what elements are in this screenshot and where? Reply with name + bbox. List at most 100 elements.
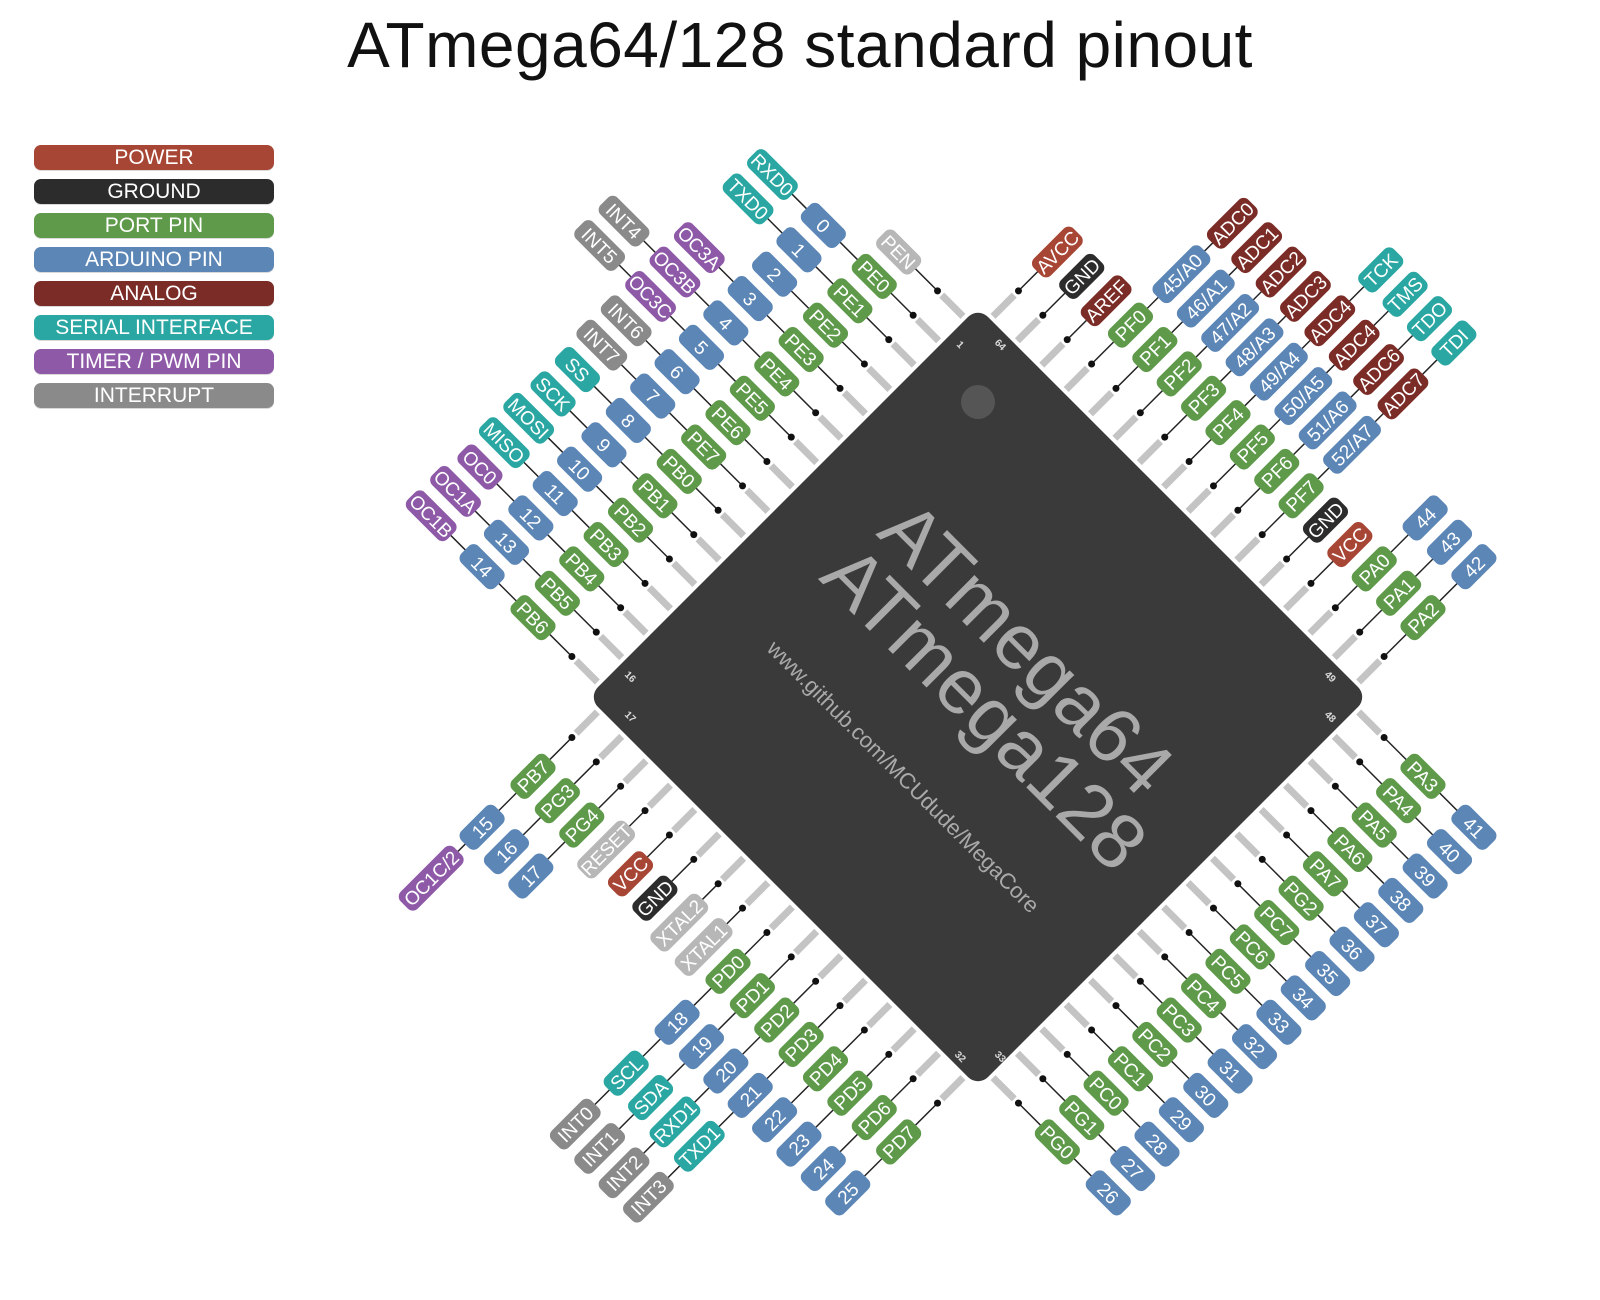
pin-label-bg: [1406, 296, 1453, 342]
pin-dot: [1063, 336, 1071, 344]
pin-leg: [1331, 633, 1358, 661]
pin-label-bg: [1132, 1021, 1178, 1068]
pin1-marker: [961, 385, 995, 419]
pin-leg: [598, 633, 625, 661]
pin-label-bg: [678, 324, 725, 370]
pin-label-bg: [549, 1098, 601, 1150]
pin-label-bg: [628, 1075, 674, 1121]
pin-leg: [793, 928, 820, 956]
pin-label-bg: [1107, 302, 1154, 348]
pin-dot: [714, 506, 722, 514]
pin-leg: [1283, 585, 1310, 612]
pin-label-bg: [1302, 851, 1349, 897]
pin-label-bg: [1451, 804, 1497, 850]
pin-label-bg: [681, 424, 727, 470]
pin-leg: [841, 390, 868, 417]
pin-label-bg: [405, 490, 457, 542]
pin-leg: [622, 609, 649, 636]
pin-dot: [1234, 880, 1242, 888]
pin-label-bg: [1378, 877, 1424, 923]
pin-dot: [1307, 807, 1315, 815]
pin-label-bg: [1201, 294, 1260, 352]
pin-label-bg: [673, 222, 725, 274]
pin-dot: [1136, 977, 1144, 985]
pin-leg: [890, 341, 917, 368]
pin-leg: [1112, 414, 1139, 441]
pin-label-bg: [800, 202, 846, 249]
pin-label-8: 8: [605, 397, 651, 444]
pin-52: VCC: [1283, 521, 1373, 612]
pin-label-bg: [1327, 521, 1373, 568]
pin-leg: [1088, 390, 1115, 417]
pin-label-pe7: PE7: [681, 424, 727, 470]
pin-dot: [787, 953, 795, 961]
legend-interrupt: INTERRUPT: [34, 383, 274, 408]
pin-dot: [1039, 1075, 1047, 1083]
pin-label-bg: [1351, 802, 1397, 848]
pin-leg: [695, 831, 722, 858]
pin-leg: [1063, 1002, 1090, 1029]
pin-dot: [1380, 653, 1388, 661]
pin-label-bg: [459, 544, 505, 590]
pin-label-bg: [430, 466, 481, 517]
pin-label-bg: [1302, 497, 1349, 543]
pin-label-bg: [1377, 368, 1429, 420]
pin-label-bg: [625, 271, 676, 322]
pin-label-bg: [722, 173, 774, 225]
pin-label-bg: [851, 253, 897, 299]
pin-dot: [1161, 433, 1169, 441]
pin-leg: [1356, 709, 1383, 736]
pin-label-bg: [876, 229, 922, 275]
pin-leg: [1039, 1026, 1066, 1053]
pin-label-bg: [802, 1046, 849, 1092]
pin-label-bg: [478, 417, 530, 469]
pin-dot: [1283, 831, 1291, 839]
pin-leg: [990, 292, 1017, 319]
pin-dot: [1331, 782, 1339, 790]
legend-port-pin-label: PORT PIN: [104, 214, 204, 237]
pin-label-6: 6: [654, 349, 700, 395]
pin-21: VCC: [607, 807, 698, 897]
pin-dot: [1039, 311, 1047, 319]
pin-label-bg: [1376, 778, 1422, 824]
pin-dot: [1063, 1050, 1071, 1058]
pin-label-bg: [827, 278, 873, 324]
pin-label-bg: [1229, 924, 1275, 970]
pin-dot: [1088, 1026, 1096, 1034]
pin-dot: [885, 336, 893, 344]
pin-label-bg: [1152, 245, 1211, 304]
pin-dot: [812, 409, 820, 417]
pin-label-bg: [1083, 1070, 1129, 1116]
pin-leg: [890, 1026, 917, 1053]
pin-label-bg: [457, 444, 503, 490]
pin-label-bg: [598, 195, 650, 247]
pin-leg: [1283, 782, 1310, 809]
pin-53: GND: [1258, 497, 1349, 587]
pin-label-bg: [1110, 1145, 1156, 1192]
pin-leg: [1234, 831, 1261, 858]
pin-dot: [1331, 604, 1339, 612]
pin-label-bg: [508, 853, 554, 899]
pin-label-bg: [1249, 342, 1308, 401]
pin-label-bg: [1327, 826, 1373, 873]
pin-label-bg: [559, 802, 605, 848]
pin-label-bg: [776, 1121, 822, 1167]
pin-label-bg: [649, 246, 701, 298]
pin-leg: [1307, 758, 1334, 785]
pin-leg: [1307, 609, 1334, 636]
pin-label-bg: [1254, 448, 1300, 494]
pin-leg: [646, 782, 673, 809]
pin-dot: [836, 1002, 844, 1010]
pin-leg: [573, 658, 600, 685]
pin-label-bg: [503, 392, 555, 444]
pin-dot: [1136, 409, 1144, 417]
pin-dot: [909, 311, 917, 319]
legend-timer-pwm-pin-label: TIMER / PWM PIN: [66, 350, 242, 373]
pin-label-bg: [656, 448, 702, 494]
pin-label-bg: [654, 999, 700, 1045]
